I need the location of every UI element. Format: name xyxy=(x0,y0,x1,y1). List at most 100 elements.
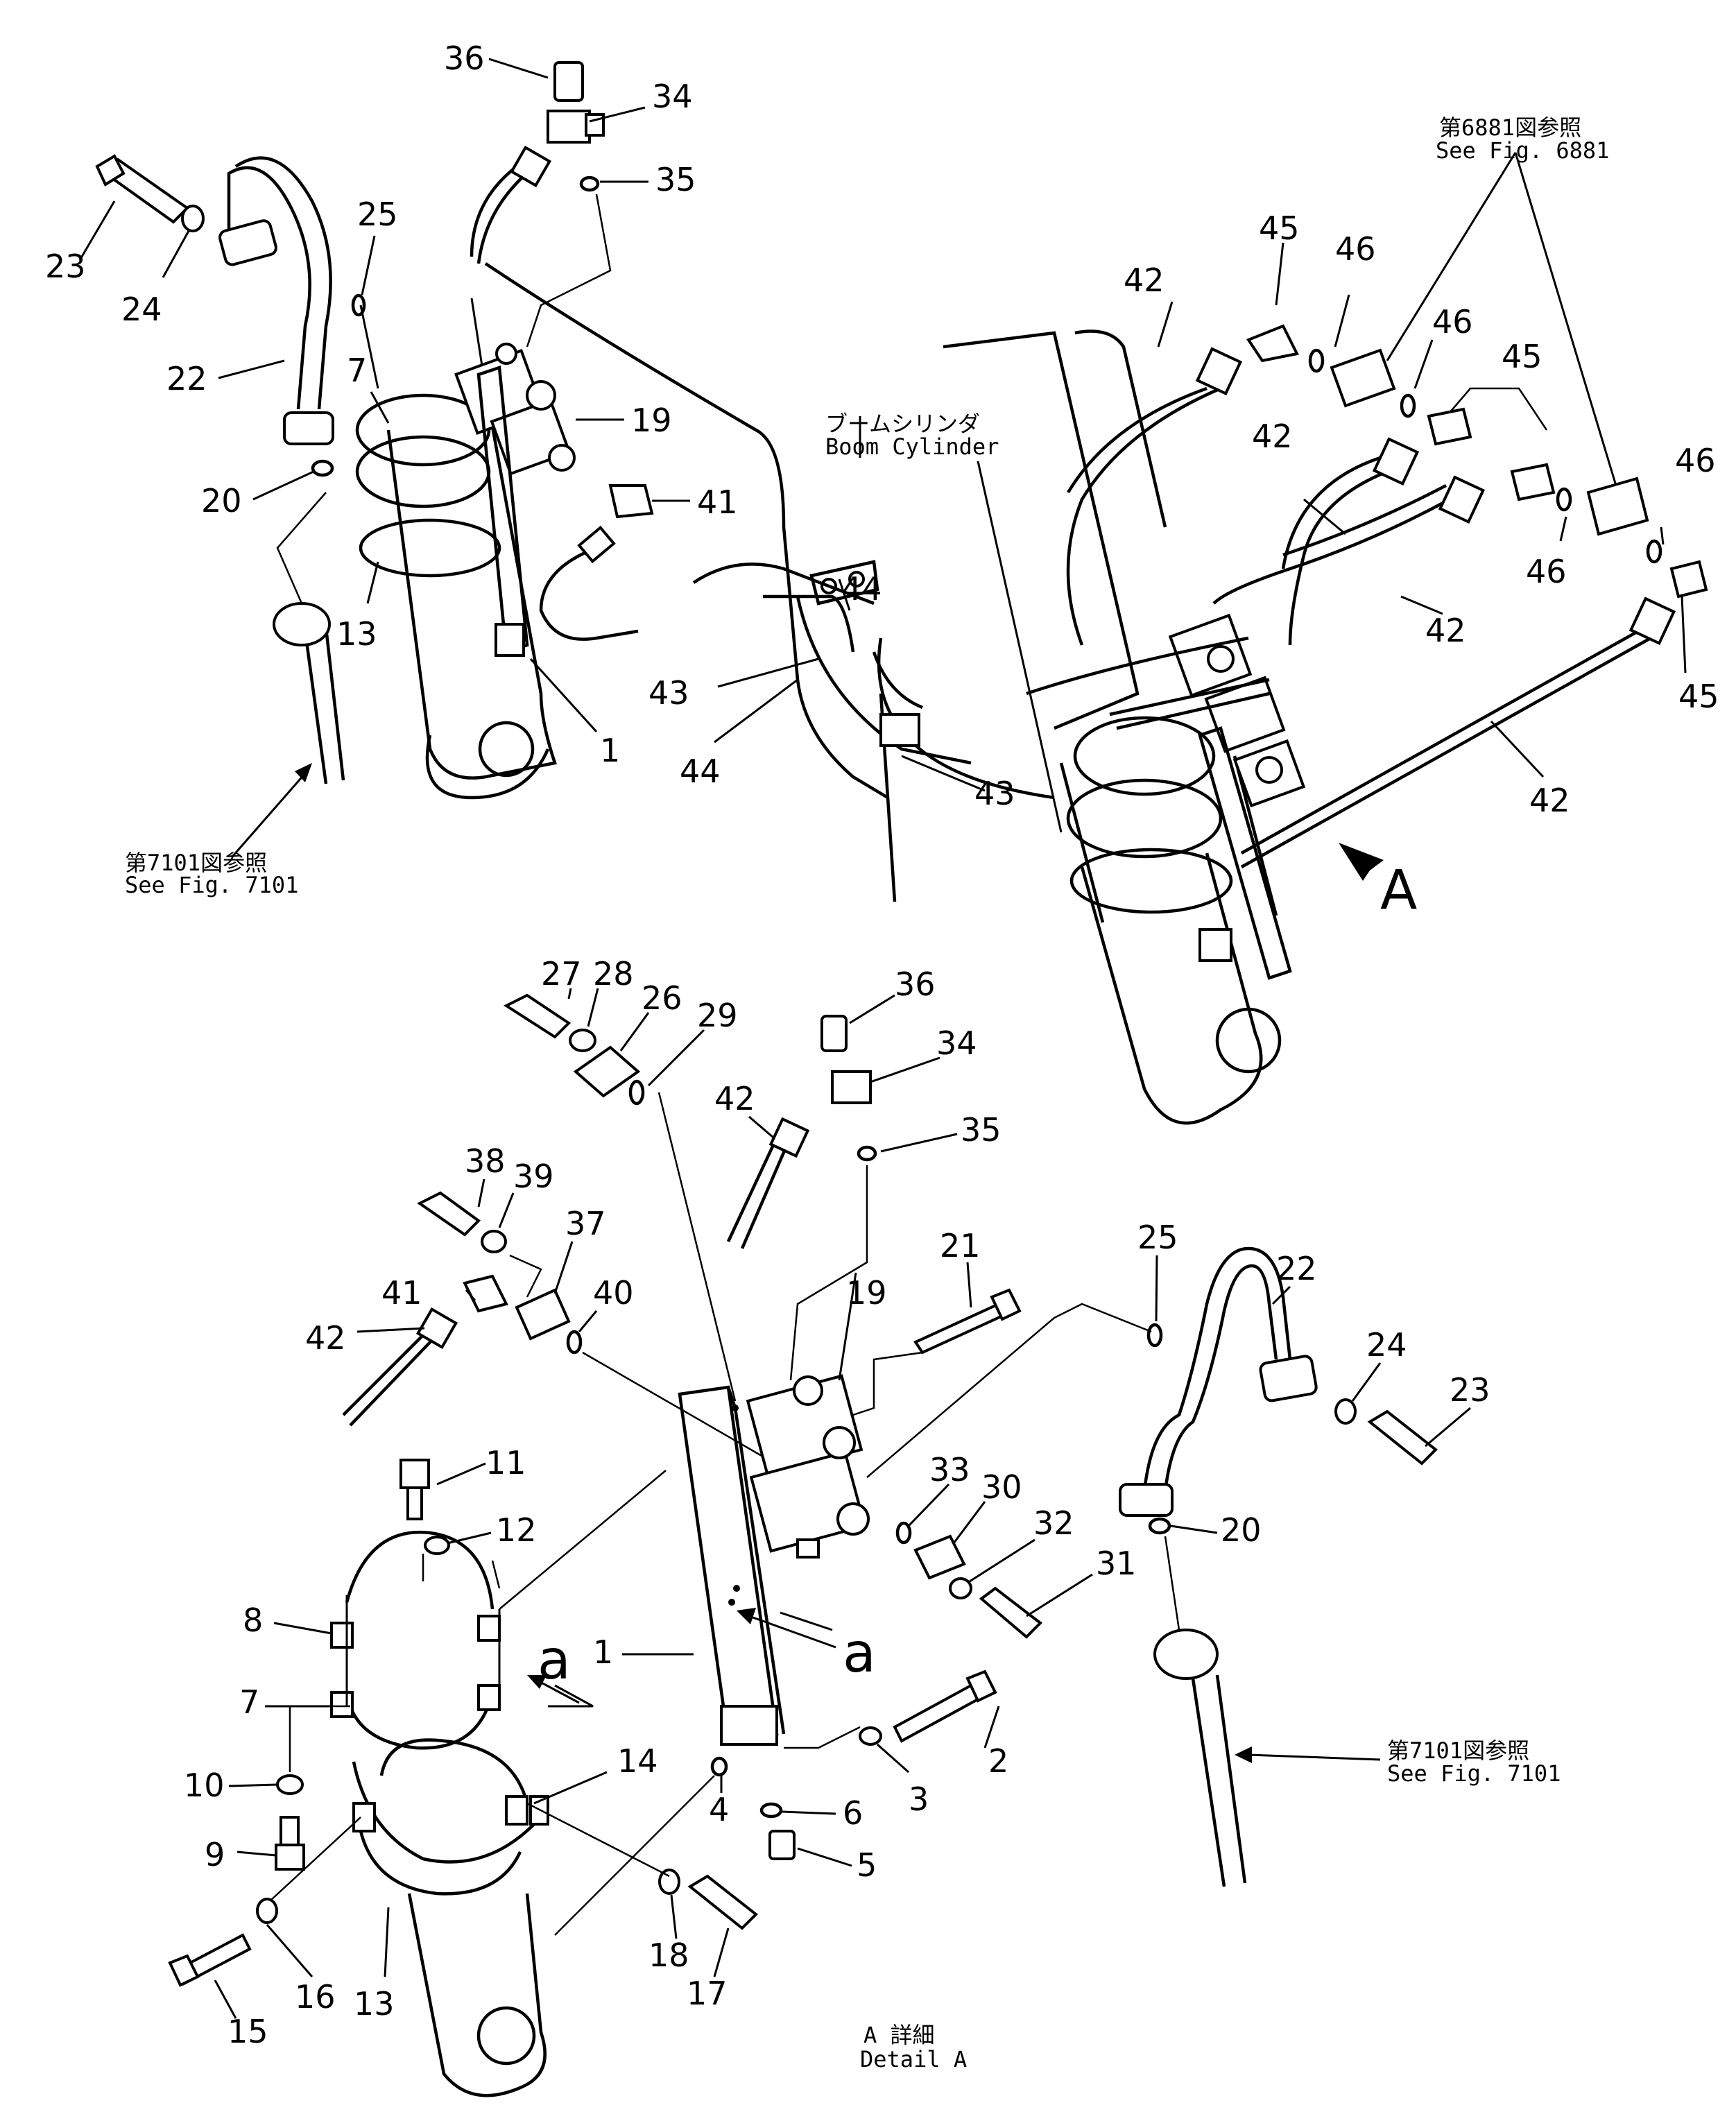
hose-42-left xyxy=(342,1330,435,1427)
callout: 27 xyxy=(541,955,582,993)
clamp-7 xyxy=(345,1692,495,1750)
callout: 40 xyxy=(593,1274,634,1312)
hose-42-a xyxy=(1066,386,1221,646)
bolt-31 xyxy=(979,1586,1043,1639)
tee-34-top xyxy=(547,110,591,144)
callout: 35 xyxy=(961,1111,1002,1149)
clamp-14 xyxy=(379,1738,529,1804)
washer-39 xyxy=(481,1230,507,1253)
oring-6 xyxy=(759,1802,783,1819)
clamp-8 xyxy=(345,1530,495,1610)
callout: 16 xyxy=(295,1978,336,2016)
callout: 11 xyxy=(485,1444,526,1482)
callout: 18 xyxy=(648,1937,689,1974)
callout: 42 xyxy=(1529,782,1570,819)
note-boom-jp: ブームシリンダ xyxy=(825,411,980,437)
note-fig6881-jp: 第6881図参照 xyxy=(1439,114,1581,141)
note-fig7101-right-jp: 第7101図参照 xyxy=(1387,1737,1529,1764)
callout: 10 xyxy=(184,1767,225,1804)
callout: 17 xyxy=(687,1975,728,2012)
elbow-45-b xyxy=(1427,407,1472,446)
oring-20-top xyxy=(311,459,334,477)
arrow-A xyxy=(1339,843,1384,881)
block-fig6881-b xyxy=(1586,477,1649,536)
hose-42-b xyxy=(1288,470,1388,646)
callout: 44 xyxy=(841,570,882,608)
callout: 42 xyxy=(1425,612,1466,649)
note-detail-en: Detail A xyxy=(860,2046,967,2072)
callout: 42 xyxy=(1124,261,1165,299)
callout: 46 xyxy=(1675,442,1716,479)
callout: 35 xyxy=(655,161,696,198)
bolt-9 xyxy=(280,1816,300,1850)
callout: 12 xyxy=(496,1511,537,1549)
callout: 34 xyxy=(936,1024,977,1062)
washer-10 xyxy=(276,1774,304,1795)
flange-30 xyxy=(913,1534,966,1580)
callout: 37 xyxy=(565,1205,606,1242)
callout: 38 xyxy=(465,1142,506,1180)
callout: 21 xyxy=(940,1227,981,1264)
callout: 45 xyxy=(1259,209,1300,247)
callout: 24 xyxy=(121,291,162,328)
note-fig7101-right-en: See Fig. 7101 xyxy=(1387,1760,1561,1787)
oring-35 xyxy=(857,1145,877,1162)
callout: 19 xyxy=(631,402,672,439)
elbow-45-d xyxy=(1669,560,1708,599)
washer-3 xyxy=(859,1726,882,1746)
boom-frame xyxy=(943,331,1140,730)
callout: 28 xyxy=(593,955,634,993)
top-left-assembly xyxy=(95,61,1055,902)
callout: 26 xyxy=(642,979,682,1017)
washer-28 xyxy=(569,1029,596,1052)
callout: 45 xyxy=(1678,678,1719,715)
callout: 25 xyxy=(1137,1219,1178,1256)
callout: 32 xyxy=(1033,1504,1074,1542)
callout: 8 xyxy=(243,1602,263,1639)
bracket-1 xyxy=(476,365,529,655)
flange-26 xyxy=(573,1045,641,1098)
fitting-41 xyxy=(463,1274,508,1313)
oring-25-top xyxy=(351,293,366,317)
bolt-23 xyxy=(1367,1409,1438,1466)
oring-20 xyxy=(1148,1517,1171,1535)
callout: 13 xyxy=(354,1985,395,2023)
callout: 6 xyxy=(843,1794,863,1832)
fitting-41-top xyxy=(608,484,654,519)
callout: 42 xyxy=(305,1319,346,1357)
callout: 36 xyxy=(895,965,936,1003)
hose-42-mid xyxy=(726,1137,789,1249)
clamp-43-right xyxy=(879,713,920,747)
callout: 34 xyxy=(652,78,693,115)
note-fig7101-left-jp: 第7101図参照 xyxy=(125,850,267,876)
block-fig6881-a xyxy=(1330,348,1396,408)
detail-a-assembly xyxy=(168,993,1438,2097)
oring-35-top xyxy=(579,175,600,192)
callout: 46 xyxy=(1335,230,1376,268)
pipe-42-long xyxy=(1240,623,1652,868)
bolt-27 xyxy=(503,993,571,1039)
bolt-11 xyxy=(399,1459,430,1489)
callout: 33 xyxy=(929,1451,970,1488)
callout: 9 xyxy=(205,1836,225,1873)
callout: 23 xyxy=(45,248,86,285)
arrow-a-label: A xyxy=(1380,859,1417,922)
top-right-assembly xyxy=(943,324,1708,1125)
callout: 7 xyxy=(347,352,367,389)
bolt-21 xyxy=(913,1302,1008,1355)
cylinder-clamp-bottom xyxy=(359,518,501,578)
oring-29 xyxy=(628,1079,645,1106)
plug-36-top xyxy=(553,61,584,102)
hose-top xyxy=(470,165,532,264)
bolt-38 xyxy=(417,1191,481,1237)
callout: 29 xyxy=(697,997,738,1034)
callout: 46 xyxy=(1432,303,1473,341)
callout: 46 xyxy=(1526,553,1567,590)
oring-40 xyxy=(566,1330,583,1355)
callout: 41 xyxy=(381,1274,422,1312)
callout: 22 xyxy=(1276,1250,1317,1287)
callout: 43 xyxy=(648,674,689,712)
washer-24 xyxy=(1334,1398,1357,1425)
callout: 1 xyxy=(593,1633,613,1671)
